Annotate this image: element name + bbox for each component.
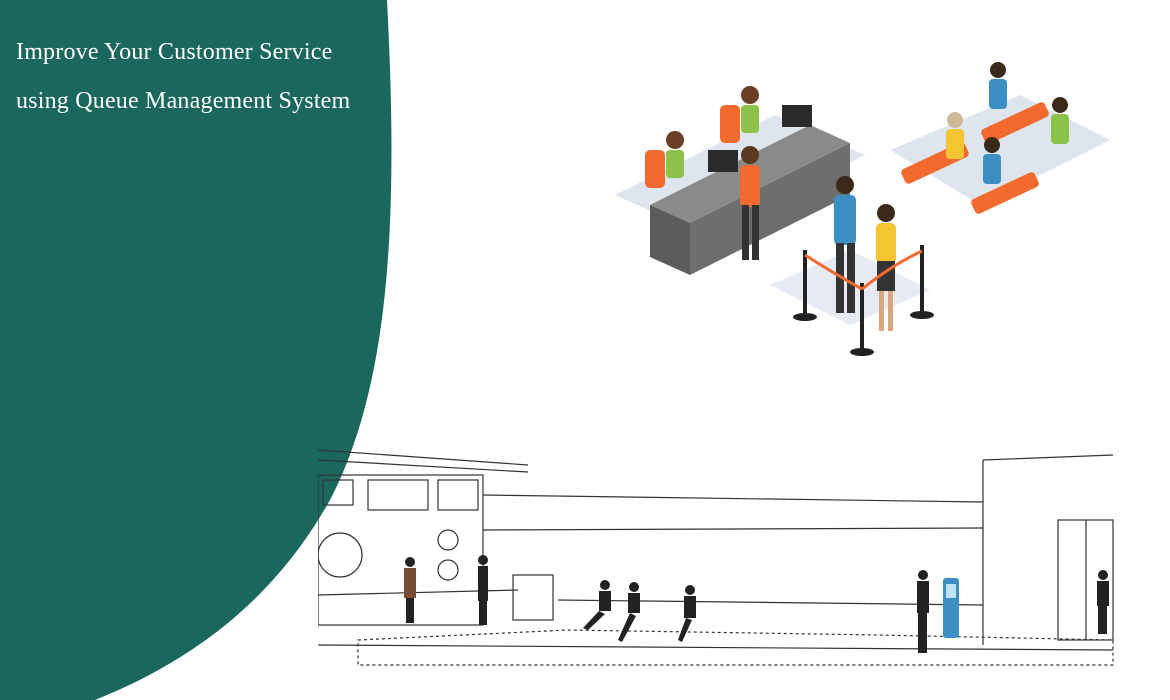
headline-line-1: Improve Your Customer Service <box>16 39 333 65</box>
banner-headline: Improve Your Customer Service using Queu… <box>16 28 350 126</box>
queue-management-illustration <box>615 62 1110 356</box>
headline-line-2: using Queue Management System <box>16 88 351 114</box>
bank-lobby-sketch <box>318 449 1114 666</box>
green-curved-panel <box>0 0 392 700</box>
